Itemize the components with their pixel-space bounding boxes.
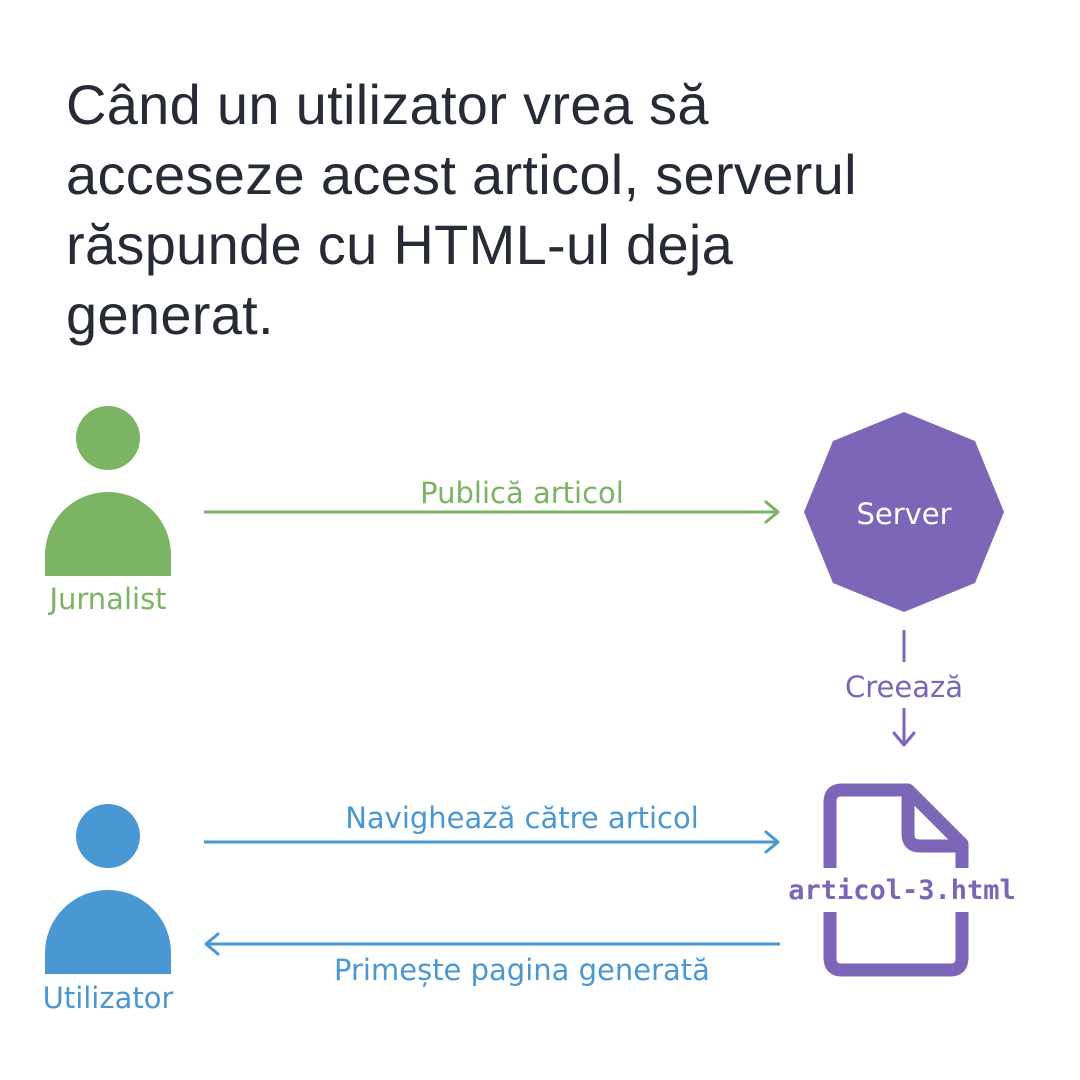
- receive-arrow: [204, 932, 780, 956]
- page-heading: Când un utilizator vrea să acceseze aces…: [66, 70, 1026, 350]
- journalist-node: Jurnalist: [45, 406, 171, 616]
- receive-label: Primește pagina generată: [334, 953, 710, 987]
- create-label: Creează: [845, 670, 963, 704]
- document-icon: [823, 783, 969, 977]
- file-label: articol-3.html: [788, 875, 1016, 906]
- server-node: Server: [804, 412, 1004, 612]
- navigate-label: Navighează către articol: [345, 801, 699, 835]
- heading-line: generat.: [66, 283, 274, 346]
- server-octagon: [804, 412, 1004, 612]
- publish-label: Publică articol: [420, 476, 624, 510]
- heading-line: răspunde cu HTML-ul deja: [66, 213, 734, 276]
- user-person-icon: [45, 804, 171, 974]
- user-label: Utilizator: [43, 981, 174, 1015]
- server-label: Server: [856, 497, 951, 531]
- user-node: Utilizator: [43, 804, 174, 1015]
- journalist-label: Jurnalist: [47, 582, 166, 616]
- journalist-person-icon: [45, 406, 171, 576]
- heading-line: Când un utilizator vrea să: [66, 73, 709, 136]
- file-node: articol-3.html: [760, 783, 1050, 977]
- heading-line: acceseze acest articol, serverul: [66, 143, 857, 206]
- publish-arrow: [204, 500, 780, 524]
- navigate-arrow: [204, 830, 780, 854]
- create-arrow: [892, 630, 916, 747]
